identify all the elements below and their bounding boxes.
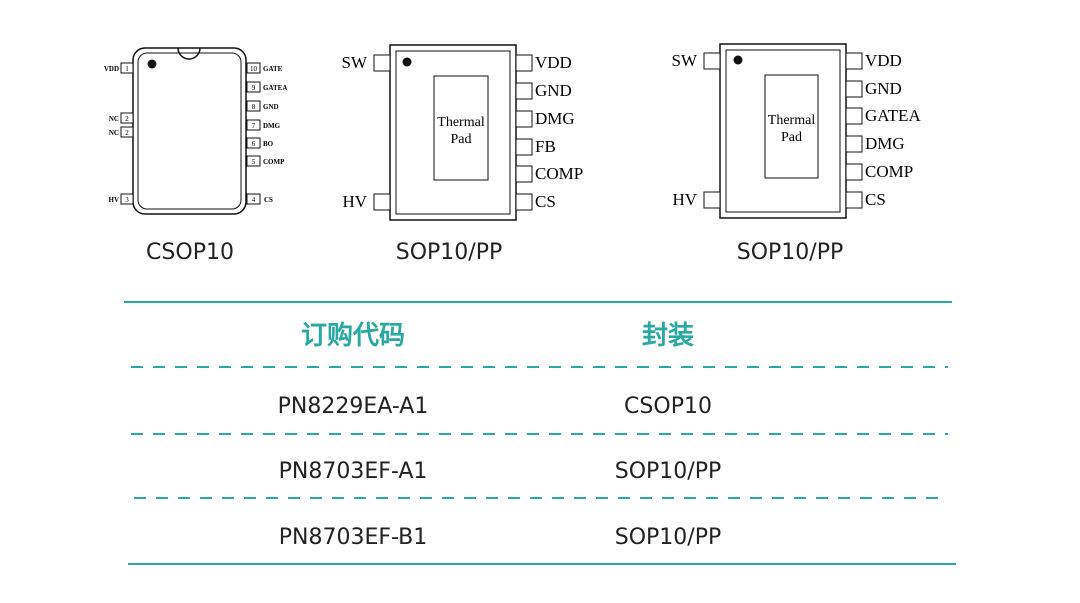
thermal-pad-label: Thermal (768, 113, 816, 128)
package-cell: SOP10/PP (615, 459, 722, 484)
chip1-right-pin: 10 GATE (246, 62, 283, 74)
svg-text:DMG: DMG (865, 134, 905, 153)
chip2-body (389, 44, 517, 221)
svg-text:6: 6 (252, 140, 256, 148)
svg-text:GATEA: GATEA (865, 106, 921, 125)
table-row: PN8229EA-A1 CSOP10 (278, 394, 712, 419)
svg-text:DMG: DMG (263, 122, 281, 130)
thermal-pad-label: Pad (781, 130, 802, 145)
svg-text:GND: GND (263, 103, 279, 111)
chip1-right-pin: 7 DMG (246, 119, 281, 131)
chip1-right-pin: 9 GATEA (246, 81, 287, 93)
svg-text:SW: SW (672, 51, 698, 70)
table-row: PN8703EF-A1 SOP10/PP (279, 459, 722, 484)
svg-text:7: 7 (252, 122, 256, 130)
svg-text:HV: HV (672, 190, 697, 209)
pin1-dot-icon (733, 55, 743, 65)
svg-text:3: 3 (125, 196, 129, 204)
svg-text:HV: HV (109, 196, 120, 204)
chip3-right-pin: DMG (845, 134, 905, 153)
ordering-table: 订购代码 封装 PN8229EA-A1 CSOP10 PN8703EF-A1 S… (124, 301, 956, 565)
thermal-pad-label: Pad (451, 132, 472, 147)
svg-text:NC: NC (109, 129, 119, 137)
chip2-caption: SOP10/PP (396, 240, 503, 265)
chip-sop10pp-b: Thermal Pad SW HV VDD GND GATEA DMG CO (672, 43, 921, 265)
chip2-left-pin: HV (342, 192, 391, 211)
svg-text:HV: HV (342, 192, 367, 211)
chip3-caption: SOP10/PP (737, 240, 844, 265)
package-cell: CSOP10 (624, 394, 712, 419)
order-code-cell: PN8703EF-B1 (279, 525, 428, 550)
chip1-left-pin: 3 HV (109, 193, 134, 205)
svg-text:8: 8 (252, 103, 256, 111)
svg-text:VDD: VDD (104, 65, 119, 73)
chip3-right-pin: GATEA (845, 106, 921, 125)
svg-text:1: 1 (125, 65, 129, 73)
chip1-right-pin: 4 CS (246, 193, 273, 205)
svg-text:COMP: COMP (865, 162, 913, 181)
svg-text:VDD: VDD (535, 53, 572, 72)
svg-text:CS: CS (264, 196, 273, 204)
chip3-right-pin: VDD (845, 51, 902, 70)
chip2-right-pin: FB (515, 137, 556, 156)
chip2-right-pin: VDD (515, 53, 572, 72)
svg-text:SW: SW (342, 53, 368, 72)
chip2-right-pin: DMG (515, 109, 575, 128)
svg-text:FB: FB (535, 137, 556, 156)
chip1-right-pin: 8 GND (246, 100, 279, 112)
chip1-left-pin: 2 NC (109, 112, 134, 124)
package-cell: SOP10/PP (615, 525, 722, 550)
chip2-right-pin: COMP (515, 164, 583, 183)
chip2-right-pin: GND (515, 81, 572, 100)
svg-text:NC: NC (109, 115, 119, 123)
svg-text:COMP: COMP (535, 164, 583, 183)
chip1-left-pin: 1 VDD (104, 62, 134, 74)
chip1-body (132, 47, 247, 215)
chip1-right-pin: 5 COMP (246, 155, 285, 167)
svg-text:GATEA: GATEA (263, 84, 287, 92)
chip3-left-pin: SW (672, 51, 721, 70)
order-code-cell: PN8229EA-A1 (278, 394, 429, 419)
svg-text:GND: GND (865, 79, 902, 98)
chip1-notch (177, 47, 201, 60)
header-package: 封装 (642, 321, 694, 351)
chip1-right-pin: 6 BO (246, 137, 274, 149)
table-row: PN8703EF-B1 SOP10/PP (279, 525, 722, 550)
chip2-right-pin: CS (515, 192, 556, 211)
chip-sop10pp-a: Thermal Pad SW HV VDD GND DMG FB COMP (342, 44, 583, 265)
svg-text:10: 10 (250, 65, 258, 73)
chip1-left-pin: 2 NC (109, 126, 134, 138)
svg-text:GND: GND (535, 81, 572, 100)
chip3-left-pin: HV (672, 190, 721, 209)
svg-text:BO: BO (263, 140, 274, 148)
svg-text:GATE: GATE (263, 65, 283, 73)
svg-text:4: 4 (252, 196, 256, 204)
svg-text:2: 2 (125, 129, 129, 137)
thermal-pad (764, 74, 819, 179)
svg-text:2: 2 (125, 115, 129, 123)
header-order-code: 订购代码 (301, 321, 405, 351)
thermal-pad-label: Thermal (437, 115, 485, 130)
pin1-dot-icon (402, 57, 412, 67)
svg-text:9: 9 (252, 84, 256, 92)
pin1-dot-icon (147, 59, 157, 69)
order-code-cell: PN8703EF-A1 (279, 459, 428, 484)
chip3-right-pin: COMP (845, 162, 913, 181)
chip2-inner (395, 50, 511, 215)
svg-text:COMP: COMP (263, 158, 285, 166)
svg-text:DMG: DMG (535, 109, 575, 128)
chip1-caption: CSOP10 (146, 240, 234, 265)
svg-text:CS: CS (535, 192, 556, 211)
chip3-inner (725, 49, 841, 213)
chip2-left-pin: SW (342, 53, 391, 72)
svg-text:CS: CS (865, 190, 886, 209)
chip3-right-pin: GND (845, 79, 902, 98)
chip3-right-pin: CS (845, 190, 886, 209)
chip1-inner (137, 52, 242, 210)
chip-csop10: 1 VDD 2 NC 2 NC 3 HV 10 GATE 9 GATEA (104, 47, 287, 265)
svg-text:5: 5 (252, 158, 256, 166)
svg-text:VDD: VDD (865, 51, 902, 70)
thermal-pad (433, 75, 489, 181)
